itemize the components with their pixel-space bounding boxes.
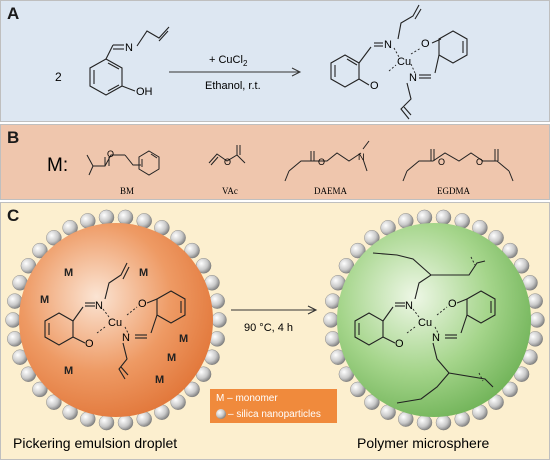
silica-nanoparticle [5,312,21,328]
complex-cu-label: Cu [397,56,411,68]
bm-benzene-ring [138,150,160,176]
silica-shell-left [5,209,227,431]
silica-nanoparticle [170,394,186,410]
microsphere-o-bottom: O [395,338,404,350]
microsphere-cu-complex [354,252,496,404]
silica-nanoparticle [117,414,134,431]
silica-nanoparticle [46,394,62,410]
panel-b: B M: [0,124,550,200]
imine-n-label: N [125,42,133,54]
egdma-ester-o1: O [438,157,445,167]
panel-a-label: A [7,4,20,23]
complex-o-bottom: O [370,80,379,92]
emulsion-droplet [19,223,213,417]
complex-n-top: N [384,39,392,51]
silica-nanoparticle [46,230,62,246]
silica-nanoparticle [488,230,504,246]
monomer-mark-6: M [155,374,164,386]
silica-nanoparticle [350,381,366,398]
microsphere-o-top: O [448,298,457,310]
microsphere-caption: Polymer microsphere [357,435,489,451]
panel-b-label: B [7,128,20,147]
monomer-mark-3: M [40,294,49,306]
conditions-label: Ethanol, r.t. [205,80,261,92]
polymer-microsphere [337,223,531,417]
silica-nanoparticle [488,394,504,410]
silica-nanoparticle [364,394,380,410]
complex-o-top: O [421,38,430,50]
daema-skeleton [288,152,362,172]
silica-nanoparticle [98,209,115,226]
silica-nanoparticle [98,414,115,431]
egdma-skeleton [406,152,510,172]
panel-a: A N OH 2 + CuCl2 Ethanol, r.t. [0,0,550,122]
vac-ester-o: O [224,157,231,167]
bm-skeleton [86,154,125,167]
silica-nanoparticle [184,242,200,259]
silica-nanoparticle [529,312,545,328]
monomer-mark-7: M [167,352,176,364]
legend-silica: – silica nanoparticles [228,409,321,420]
cu-complex-structure [330,4,468,120]
panel-c-process: N O Cu O N M M M M M M M [5,209,545,451]
silica-nanoparticle [170,230,186,246]
hydroxyl-label: OH [136,86,153,98]
monomer-name-egdma: EGDMA [437,186,470,196]
silica-nanoparticle [435,209,452,226]
panel-c-label: C [7,206,20,225]
vac-skeleton [208,153,246,164]
monomer-mark-4: M [64,365,73,377]
egdma-ester-o2: O [476,157,483,167]
panel-c: C [0,202,550,460]
droplet-cu-complex [44,262,186,380]
panel-b-monomers: M: [47,140,514,196]
monomer-mark-2: M [139,267,148,279]
silica-nanoparticle [117,209,134,226]
monomer-mark-1: M [64,267,73,279]
silica-nanoparticle [502,242,518,259]
droplet-o-bottom: O [85,338,94,350]
panel-a-scheme: N OH 2 + CuCl2 Ethanol, r.t. [55,4,468,120]
droplet-n-top: N [95,300,103,312]
complex-n-bottom: N [409,72,417,84]
silica-nanoparticle [350,242,366,259]
salicyl-ring [89,58,123,96]
process-conditions: 90 °C, 4 h [244,322,293,334]
bm-ester-o: O [107,149,114,159]
silica-shell-right [323,209,545,431]
silica-nanoparticle [323,312,339,328]
reagent-label: + CuCl2 [209,54,248,68]
reagent-subscript: 2 [243,59,248,68]
monomer-mark-5: M [179,333,188,345]
silica-nanoparticle [502,381,518,398]
reagent-text: + CuCl [209,54,243,66]
droplet-cu-label: Cu [108,317,122,329]
monomer-name-vac: VAc [222,186,238,196]
legend-monomer: M – monomer [216,393,278,404]
monomer-prefix: M: [47,155,68,176]
silica-nanoparticle [364,230,380,246]
legend-box [210,389,337,423]
silica-nanoparticle [416,209,433,226]
droplet-caption: Pickering emulsion droplet [13,435,177,451]
silica-nanoparticle [32,381,48,398]
microsphere-cu-label: Cu [418,317,432,329]
monomer-name-bm: BM [120,186,134,196]
droplet-o-top: O [138,298,147,310]
daema-amine-n: N [358,152,365,162]
coefficient-label: 2 [55,70,62,84]
microsphere-n-bottom: N [432,332,440,344]
droplet-n-bottom: N [122,332,130,344]
silica-nanoparticle [416,414,433,431]
silica-nanoparticle [32,242,48,259]
monomer-name-daema: DAEMA [314,186,347,196]
silica-nanoparticle [211,312,227,328]
legend-silica-bead [216,409,226,419]
daema-ester-o: O [318,157,325,167]
microsphere-n-top: N [405,300,413,312]
silica-nanoparticle [435,414,452,431]
silica-nanoparticle [184,381,200,398]
